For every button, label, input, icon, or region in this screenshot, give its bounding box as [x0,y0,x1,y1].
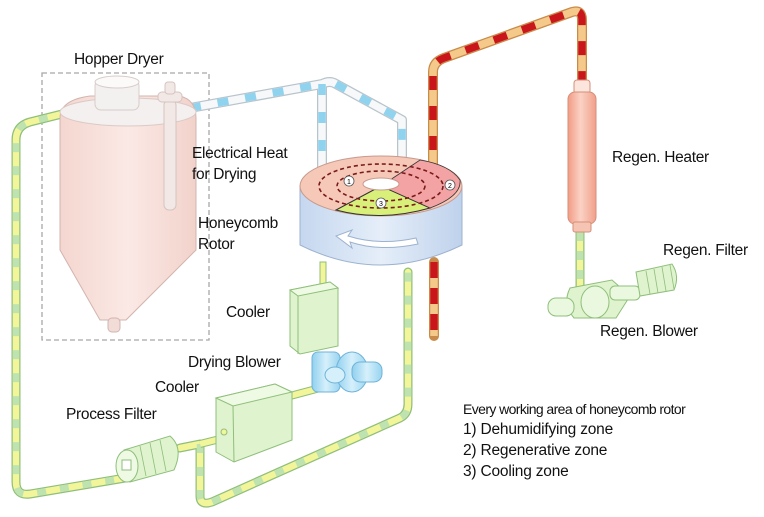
rotor-zone-legend: Every working area of honeycomb rotor 1)… [463,400,686,482]
label-regen-blower: Regen. Blower [600,323,698,340]
hopper-dryer [59,75,197,333]
regen-filter [635,263,678,297]
zone-marker-3-label: 3 [379,201,383,208]
legend-title: Every working area of honeycomb rotor [463,401,686,417]
regen-blower [547,279,641,319]
cooler-top [288,281,340,355]
label-honeycomb-rotor-line2: Rotor [198,236,235,253]
label-cooler-bottom: Cooler [155,379,199,396]
label-process-filter: Process Filter [66,406,157,423]
zone-marker-2-label: 2 [448,183,452,190]
legend-item-dehumidifying: 1) Dehumidifying zone [463,421,614,438]
regen-air-pipe-group [428,6,587,341]
label-honeycomb-rotor-line1: Honeycomb [198,215,279,232]
zone-marker-3 [375,197,387,209]
dry-air-pipe-group [185,77,407,205]
legend-item-regenerative: 2) Regenerative zone [463,442,608,459]
zone-marker-2 [444,179,456,191]
hopper-dryer-frame [41,72,210,341]
label-regen-filter: Regen. Filter [663,242,748,259]
label-regen-heater: Regen. Heater [612,149,709,166]
drying-blower [311,351,383,393]
zone-marker-1 [343,175,355,187]
zone-marker-1-label: 1 [347,179,351,186]
process-air-pipe-group [11,107,585,508]
honeycomb-rotor [299,155,463,266]
process-filter [115,435,179,483]
label-cooler-top: Cooler [226,304,270,321]
regen-heater [567,79,597,233]
cooler-bottom [214,383,294,463]
legend-item-cooling: 3) Cooling zone [463,463,569,480]
label-drying-blower: Drying Blower [188,354,281,371]
label-electrical-heat-line1: Electrical Heat [192,145,288,162]
label-hopper-dryer: Hopper Dryer [74,51,164,68]
label-electrical-heat-line2: for Drying [192,166,257,183]
